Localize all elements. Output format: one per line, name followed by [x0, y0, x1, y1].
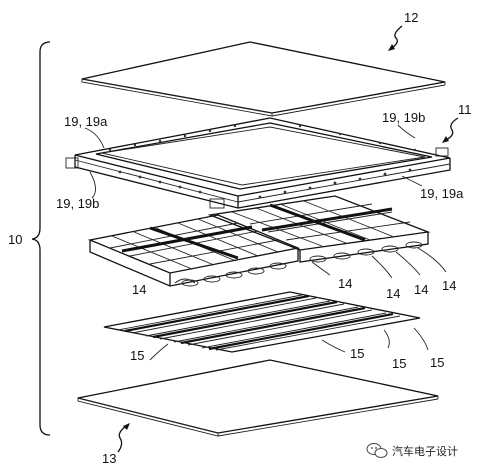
- label-cooling-mid: 15: [350, 346, 364, 361]
- label-bottom-plate: 13: [102, 451, 116, 466]
- arrow-11: [442, 117, 459, 143]
- leader-lines-cooling: [149, 327, 429, 361]
- wechat-icon: [366, 443, 388, 458]
- label-rail-left-end: 19, 19b: [56, 196, 99, 211]
- label-assembly: 10: [8, 232, 22, 247]
- label-top-cover: 12: [404, 10, 418, 25]
- leader-lines-rails: [84, 124, 423, 199]
- arrow-12: [388, 25, 403, 51]
- assembly-brace: [31, 41, 51, 436]
- label-module-r2: 14: [414, 282, 428, 297]
- leader-lines-modules: [174, 247, 447, 284]
- label-rail-top-right: 19, 19b: [382, 110, 425, 125]
- top-cover: [81, 41, 446, 117]
- label-cooling-left: 15: [130, 348, 144, 363]
- watermark: 汽车电子设计: [366, 443, 458, 458]
- label-module-r3: 14: [442, 278, 456, 293]
- arrow-13: [117, 423, 130, 453]
- cooling-plate: [103, 291, 421, 353]
- label-module-r1: 14: [386, 286, 400, 301]
- label-cooling-r2: 15: [430, 355, 444, 370]
- label-rail-top-left: 19, 19a: [64, 114, 108, 129]
- frame: [65, 117, 451, 209]
- bottom-plate: [77, 359, 439, 437]
- label-cooling-r1: 15: [392, 356, 406, 371]
- label-module-mid: 14: [338, 276, 352, 291]
- label-frame: 11: [458, 102, 472, 117]
- label-module-left: 14: [132, 282, 146, 297]
- battery-module-left: [87, 214, 301, 287]
- watermark-text: 汽车电子设计: [392, 444, 458, 458]
- battery-module-right: [207, 195, 431, 263]
- label-rail-right-end: 19, 19a: [420, 186, 464, 201]
